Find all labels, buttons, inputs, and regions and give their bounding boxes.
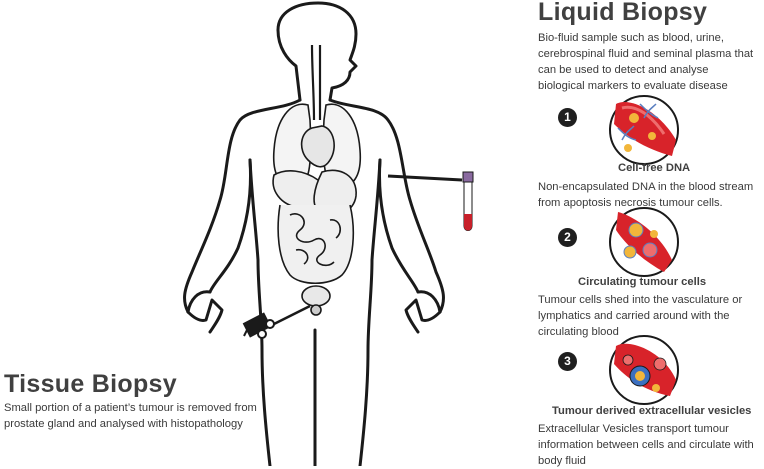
- desc-line: circulating blood: [538, 326, 619, 338]
- step-number-1: 1: [558, 108, 577, 127]
- desc-line: Bio-fluid sample such as blood, urine,: [538, 32, 724, 44]
- desc-line: from apoptosis necrosis tumour cells.: [538, 197, 723, 209]
- desc-line: can be used to detect and analyse: [538, 64, 709, 76]
- extracellular-vesicles-heading: Tumour derived extracellular vesicles: [552, 405, 752, 417]
- human-body-icon: [183, 1, 445, 466]
- blood-vessel-icon: [609, 335, 679, 405]
- desc-line: Small portion of a patient’s tumour is r…: [4, 402, 257, 414]
- desc-line: cerebrospinal fluid and seminal plasma t…: [538, 48, 754, 60]
- blood-vessel-icon: [609, 207, 679, 277]
- circulating-tumour-cells-description: Tumour cells shed into the vasculature o…: [538, 292, 764, 340]
- step-number-2: 2: [558, 228, 577, 247]
- step-number-3: 3: [558, 352, 577, 371]
- blood-tube-icon: [462, 171, 474, 231]
- cell-free-dna-heading: Cell-free DNA: [618, 162, 691, 174]
- cell-free-dna-description: Non-encapsulated DNA in the blood stream…: [538, 179, 764, 211]
- blood-vessel-icon: [609, 95, 679, 165]
- circulating-tumour-cells-heading: Circulating tumour cells: [578, 276, 707, 288]
- liquid-biopsy-description: Bio-fluid sample such as blood, urine, c…: [538, 30, 764, 94]
- desc-line: lymphatics and carried around with the: [538, 310, 730, 322]
- desc-line: Non-encapsulated DNA in the blood stream: [538, 181, 754, 193]
- desc-line: biological markers to evaluate disease: [538, 80, 728, 92]
- desc-line: information between cells and circulate …: [538, 439, 754, 451]
- organs-icon: [272, 44, 362, 316]
- tissue-biopsy-title: Tissue Biopsy: [4, 370, 177, 398]
- tissue-biopsy-description: Small portion of a patient’s tumour is r…: [4, 400, 304, 432]
- dna-icon: [617, 103, 659, 141]
- syringe-icon: [242, 304, 311, 339]
- extracellular-vesicles-description: Extracellular Vesicles transport tumour …: [538, 421, 764, 469]
- liquid-biopsy-title: Liquid Biopsy: [538, 0, 708, 26]
- desc-line: Tumour cells shed into the vasculature o…: [538, 294, 743, 306]
- desc-line: prostate gland and analysed with histopa…: [4, 418, 243, 430]
- blood-draw-line: [387, 174, 463, 182]
- desc-line: body fluid: [538, 455, 586, 467]
- desc-line: Extracellular Vesicles transport tumour: [538, 423, 729, 435]
